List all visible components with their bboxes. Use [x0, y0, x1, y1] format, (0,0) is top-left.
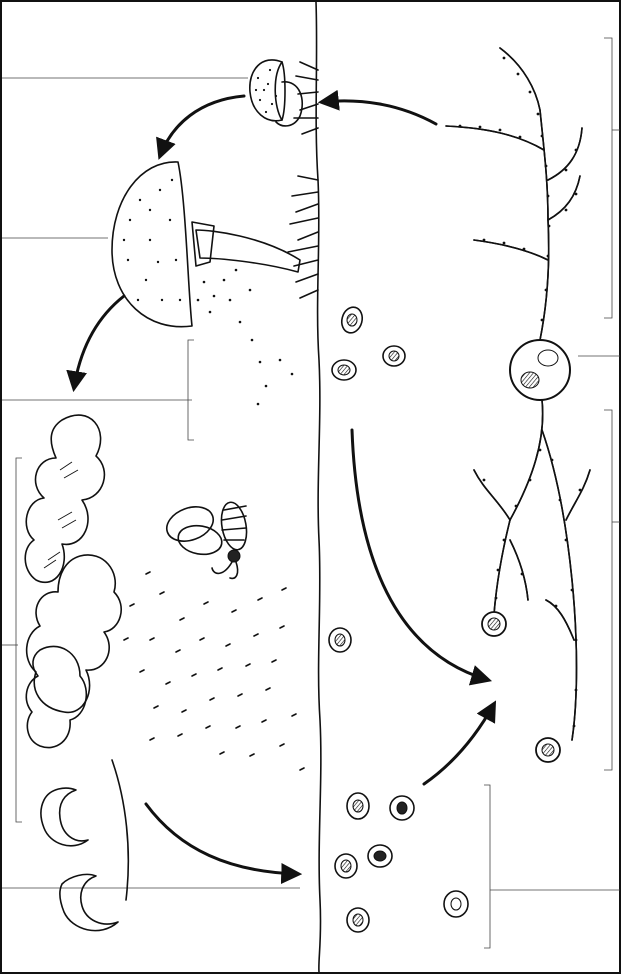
merged-cell-icon [510, 340, 570, 400]
ground-divider [316, 2, 321, 972]
cycle-arrow-icon [74, 96, 494, 874]
label-lines-left [2, 78, 300, 888]
gill-cluster-icon [25, 415, 104, 582]
grass-tufts [288, 62, 318, 298]
button-mushroom-icon [250, 60, 302, 126]
mature-mushroom-icon [112, 162, 300, 327]
label-lines-right [484, 38, 620, 948]
germinating-spore-icon [41, 760, 128, 931]
germinating-spore-icon [329, 305, 468, 932]
gill-cluster-icon [26, 555, 121, 748]
mycelium-branch-icon [446, 48, 582, 340]
spore-cloud-icon [124, 572, 304, 770]
spore-dots-icon [197, 269, 294, 406]
insect-icon [162, 500, 250, 578]
